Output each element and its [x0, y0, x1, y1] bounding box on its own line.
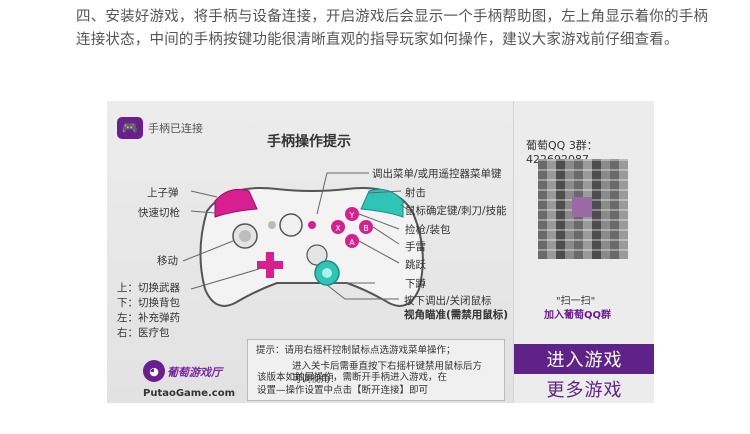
- dpad-vertical: [266, 252, 274, 278]
- more-games-button[interactable]: 更多游戏: [546, 380, 623, 401]
- right-stick-ring: [306, 244, 328, 266]
- face-button-y: [345, 207, 359, 221]
- label-dpad-left: 左：补充弹药: [117, 312, 180, 324]
- right-bumper: [360, 188, 404, 218]
- enter-game-button[interactable]: 进入游戏: [514, 344, 654, 374]
- article-paragraph: 四、安装好游戏，将手柄与设备连接，开启游戏后会显示一个手柄帮助图，左上角显示着你…: [76, 9, 709, 48]
- scan-text: "扫一扫": [556, 296, 596, 307]
- logo-text: 葡萄游戏厅: [167, 366, 222, 379]
- face-button-x: [331, 220, 345, 234]
- label-aim: 鼠标确定键/刺刀/技能: [405, 205, 507, 217]
- tip-line-2: 进入关卡后需垂直按下右摇杆键禁用鼠标后方: [292, 361, 483, 372]
- face-b-label: B: [363, 224, 369, 233]
- left-bumper: [214, 188, 258, 218]
- callout-lines: [182, 172, 408, 300]
- face-y-label: Y: [349, 211, 355, 220]
- label-shoot: 射击: [405, 187, 426, 199]
- face-x-label: X: [335, 224, 341, 233]
- gamepad-icon: 🎮: [117, 117, 143, 139]
- label-mouse-aim: 视角瞄准(需禁用鼠标): [404, 309, 509, 321]
- tips-box: 提示：请用右摇杆控制鼠标点选游戏菜单操作； 进入关卡后需垂直按下右摇杆键禁用鼠标…: [247, 339, 505, 401]
- label-upper-bullet: 上子弹: [147, 187, 179, 199]
- label-mouse-toggle: 按下调出/关闭鼠标: [404, 295, 492, 307]
- face-a-label: A: [349, 238, 355, 247]
- guide-button: [279, 213, 303, 237]
- back-button: [268, 221, 276, 229]
- putao-logo: ◕ 葡萄游戏厅 PutaoGame.com: [137, 354, 235, 402]
- face-button-b: [359, 220, 373, 234]
- qr-logo: [572, 197, 592, 217]
- connection-status-text: 手柄已连接: [148, 122, 203, 135]
- label-quick-switch: 快速切枪: [138, 207, 180, 219]
- face-button-a: [345, 234, 359, 248]
- label-dpad-up: 上：切换武器: [117, 282, 180, 294]
- tip-line-5: 设置—操作设置中点击【断开连接】即可: [257, 385, 429, 396]
- connection-status: 🎮 手柄已连接: [117, 117, 203, 139]
- label-move: 移动: [157, 255, 178, 267]
- controller-diagram: Y B X A: [182, 172, 424, 307]
- tip-line-4: 该版本如触屏操作，需断开手柄进入游戏，在: [257, 372, 448, 383]
- label-pickup: 捡枪/装包: [405, 224, 451, 236]
- tip-line-1: 提示：请用右摇杆控制鼠标点选游戏菜单操作；: [256, 345, 456, 356]
- label-menu: 调出菜单/或用遥控器菜单键: [372, 168, 502, 180]
- label-grenade: 手雷: [405, 241, 426, 253]
- label-crouch: 下蹲: [405, 278, 426, 290]
- start-button: [308, 221, 316, 229]
- help-title: 手柄操作提示: [267, 134, 351, 150]
- tips-box-continued: 该版本如触屏操作，需断开手柄进入游戏，在 设置—操作设置中点击【断开连接】即可: [247, 371, 505, 397]
- game-screenshot: 🎮 手柄已连接 手柄操作提示 Y B X A: [107, 101, 654, 403]
- tip-line-3: 可调视角！: [292, 374, 340, 385]
- label-dpad-down: 下：切换背包: [117, 297, 180, 309]
- logo-url: PutaoGame.com: [143, 388, 236, 399]
- controller-help-panel: 🎮 手柄已连接 手柄操作提示 Y B X A: [107, 101, 513, 403]
- grape-icon: ◕: [143, 360, 165, 382]
- qr-code: [538, 159, 628, 259]
- label-jump: 跳跃: [405, 259, 426, 271]
- side-panel: 葡萄QQ 3群：422692087 "扫一扫" 加入葡萄QQ群 进入游戏 更多游…: [513, 101, 654, 403]
- label-dpad-right: 右：医疗包: [117, 327, 170, 339]
- scan-join-text: 加入葡萄QQ群: [544, 310, 612, 321]
